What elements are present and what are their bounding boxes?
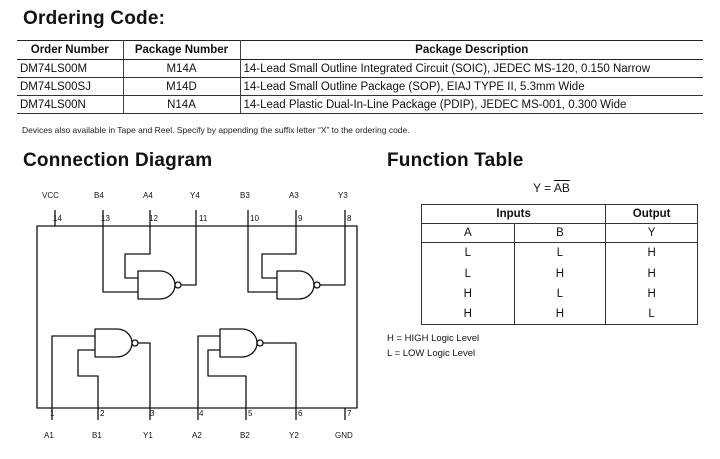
- cell-y: L: [605, 303, 698, 325]
- col-package-number: Package Number: [123, 40, 241, 60]
- pin-number-9: 9: [298, 214, 303, 223]
- pin-label-y3: Y3: [338, 191, 348, 200]
- cell-a: H: [421, 283, 515, 304]
- pin-label-b4: B4: [94, 191, 104, 200]
- table-row: DM74LS00SJ M14D 14-Lead Small Outline Pa…: [17, 77, 703, 96]
- cell-y: H: [605, 263, 698, 284]
- order-number: DM74LS00N: [17, 95, 124, 114]
- pin-label-gnd: GND: [335, 431, 353, 440]
- col-package-description: Package Description: [240, 40, 703, 60]
- nand-gate-4: [102, 226, 197, 300]
- tape-reel-note: Devices also available in Tape and Reel.…: [22, 125, 410, 135]
- pin-label-vcc: VCC: [42, 191, 59, 200]
- function-table: Inputs Output A B Y L L H L H H H L H H …: [420, 203, 698, 325]
- pin-label-y4: Y4: [190, 191, 200, 200]
- connection-diagram-title: Connection Diagram: [23, 150, 213, 171]
- cell-a: H: [421, 303, 515, 325]
- pin-number-14: 14: [53, 214, 62, 223]
- package-description: 14-Lead Small Outline Package (SOP), EIA…: [240, 77, 703, 96]
- pin-number-11: 11: [199, 214, 208, 223]
- col-y: Y: [605, 223, 698, 244]
- col-a: A: [421, 223, 515, 244]
- pin-number-13: 13: [101, 214, 110, 223]
- pin-number-5: 5: [248, 409, 253, 418]
- function-group-header: Inputs Output: [420, 203, 698, 225]
- package-description: 14-Lead Small Outline Integrated Circuit…: [240, 59, 703, 78]
- pin-number-10: 10: [250, 214, 259, 223]
- legend-low: L = LOW Logic Level: [387, 348, 476, 359]
- pin-label-a4: A4: [143, 191, 153, 200]
- equation-nand-term: AB: [553, 181, 570, 195]
- package-number: N14A: [123, 95, 241, 114]
- ic-package-outline: [36, 225, 358, 409]
- pin-label-b1: B1: [92, 431, 102, 440]
- function-column-header: A B Y: [421, 223, 698, 244]
- pin-label-a2: A2: [192, 431, 202, 440]
- pin-label-b2: B2: [240, 431, 250, 440]
- ordering-code-title: Ordering Code:: [23, 8, 166, 29]
- pin-number-4: 4: [199, 409, 204, 418]
- cell-b: H: [513, 303, 607, 325]
- logic-equation: Y = AB: [533, 181, 570, 195]
- table-row: H L H: [421, 283, 698, 304]
- nand-gate-3: [247, 226, 346, 300]
- col-b: B: [513, 223, 607, 244]
- pin-number-3: 3: [150, 409, 155, 418]
- nand-gate-2: [197, 328, 297, 408]
- package-number: M14D: [123, 77, 241, 96]
- equation-prefix: Y =: [533, 181, 554, 195]
- pin-number-1: 1: [50, 409, 55, 418]
- output-header: Output: [605, 203, 698, 225]
- order-number: DM74LS00M: [17, 59, 124, 78]
- cell-b: H: [513, 263, 607, 284]
- pin-label-y1: Y1: [143, 431, 153, 440]
- table-row: H H L: [421, 303, 698, 325]
- cell-b: L: [513, 283, 607, 304]
- cell-b: L: [513, 242, 607, 264]
- pin-number-12: 12: [149, 214, 158, 223]
- package-description: 14-Lead Plastic Dual-In-Line Package (PD…: [240, 95, 703, 114]
- pin-label-a3: A3: [289, 191, 299, 200]
- table-row: L L H: [421, 242, 698, 264]
- pin-number-2: 2: [100, 409, 105, 418]
- inputs-header: Inputs: [420, 203, 607, 225]
- package-number: M14A: [123, 59, 241, 78]
- connection-diagram: VCC B4 A4 Y4 B3 A3 Y3 14 13 12 11 10 9 8…: [36, 191, 358, 440]
- cell-y: H: [605, 283, 698, 304]
- col-order-number: Order Number: [17, 40, 124, 60]
- table-row: L H H: [421, 263, 698, 284]
- pin-label-a1: A1: [44, 431, 54, 440]
- table-row: DM74LS00N N14A 14-Lead Plastic Dual-In-L…: [17, 95, 703, 114]
- pin-number-6: 6: [298, 409, 303, 418]
- pin-number-7: 7: [347, 409, 352, 418]
- cell-a: L: [421, 263, 515, 284]
- pin-number-8: 8: [347, 214, 352, 223]
- pin-label-b3: B3: [240, 191, 250, 200]
- cell-a: L: [421, 242, 515, 264]
- order-number: DM74LS00SJ: [17, 77, 124, 96]
- legend-high: H = HIGH Logic Level: [387, 333, 480, 344]
- function-table-title: Function Table: [387, 150, 524, 171]
- pin-label-y2: Y2: [289, 431, 299, 440]
- nand-gate-1: [51, 328, 151, 408]
- ordering-table: Order Number Package Number Package Desc…: [17, 40, 703, 114]
- table-row: DM74LS00M M14A 14-Lead Small Outline Int…: [17, 59, 703, 78]
- cell-y: H: [605, 242, 698, 264]
- ordering-header-row: Order Number Package Number Package Desc…: [17, 40, 703, 60]
